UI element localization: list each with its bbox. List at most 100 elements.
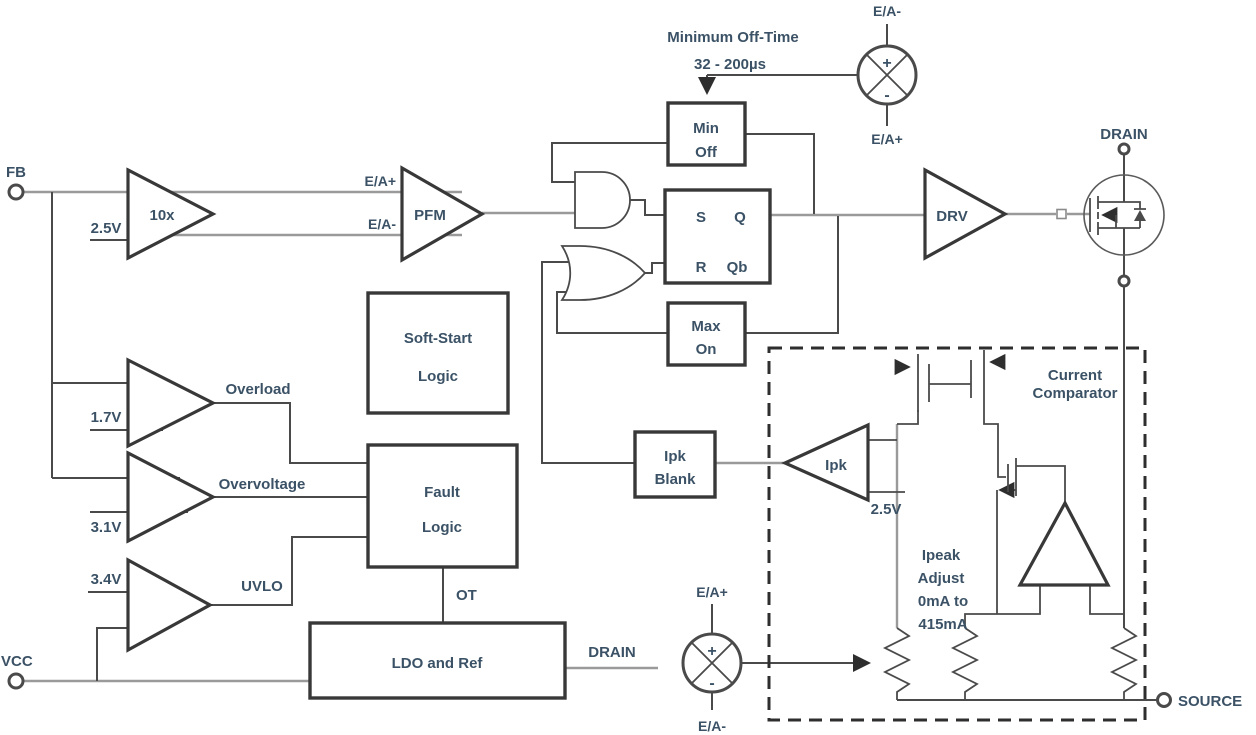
max-on-line1: Max (691, 318, 721, 335)
shapes (7, 44, 1172, 722)
fb-label: FB (6, 164, 26, 181)
ipk-blank-line1: Ipk (664, 448, 686, 465)
resistor-sense (1109, 627, 1139, 700)
vcc-terminal (7, 672, 25, 690)
fb-terminal (7, 183, 25, 201)
gain-amp-triangle (126, 167, 217, 261)
overvoltage-label: Overvoltage (219, 476, 306, 493)
source-node-terminal (1117, 274, 1131, 288)
wire-mirror-t1-drain (897, 410, 919, 425)
pfm-label: PFM (414, 207, 446, 224)
resistor-mid (950, 627, 980, 700)
mult1-in-top-label: E/A- (873, 3, 901, 19)
max-on-block (666, 301, 747, 367)
gate-node (1056, 208, 1067, 220)
ot-label: OT (456, 587, 477, 604)
wire-or-to-r (645, 262, 665, 274)
overvoltage-comparator-triangle (126, 450, 217, 544)
ipeak-adjust-line3: 0mA to (918, 593, 968, 610)
multiplier-bottom-icon (681, 632, 743, 694)
ipk-comparator-triangle (781, 422, 870, 503)
multiplier-top-icon (856, 44, 918, 106)
mult2-plus: + (707, 643, 716, 660)
overload-comparator-triangle (126, 357, 217, 449)
wire-m3-to-amp (1016, 465, 1066, 508)
uvlo-label: UVLO (241, 578, 283, 595)
drv-triangle (923, 167, 1009, 261)
pfm-triangle (400, 165, 486, 263)
mult1-plus: + (882, 55, 891, 72)
wire-and-to-s (629, 199, 665, 216)
mult1-minus: - (884, 87, 889, 104)
current-comparator-title1: Current (1048, 367, 1102, 384)
ea-minus-label: E/A- (368, 216, 396, 232)
ipeak-adjust-line1: Ipeak (922, 547, 961, 564)
fault-line1: Fault (424, 484, 460, 501)
body-diode-leads (1124, 201, 1146, 229)
gain-ref-label: 2.5V (91, 220, 122, 237)
latch-qb: Qb (727, 259, 748, 276)
mult1-in-bottom-label: E/A+ (871, 131, 903, 147)
wire-minoff-right (745, 133, 815, 214)
source-terminal (1156, 692, 1172, 708)
mult2-minus: - (709, 675, 714, 692)
uvlo-comparator-triangle (126, 557, 214, 653)
ea-plus-label: E/A+ (364, 173, 396, 189)
overload-ref-label: 1.7V (91, 409, 122, 426)
or-gate (560, 245, 647, 301)
min-off-line2: Off (695, 144, 718, 161)
soft-start-line2: Logic (418, 368, 458, 385)
fault-logic-block (366, 443, 519, 569)
mult2-in-top-label: E/A+ (696, 584, 728, 600)
soft-start-line1: Soft-Start (404, 330, 472, 347)
ldo-label: LDO and Ref (392, 655, 484, 672)
ipeak-adjust-line2: Adjust (918, 570, 965, 587)
ipk-amp-label: Ipk (825, 457, 847, 474)
ldo-ref-block (308, 621, 567, 700)
drain-terminal (1117, 142, 1131, 156)
latch-q: Q (734, 209, 746, 226)
mosfet-leads (1098, 201, 1124, 229)
body-diode (1134, 210, 1146, 221)
ipeak-adjust-line4: 415mA (918, 616, 967, 633)
gain-amp-label: 10x (149, 207, 175, 224)
wire-uvlo-out (210, 536, 368, 606)
min-off-line1: Min (693, 120, 719, 137)
soft-start-block (366, 291, 510, 415)
current-comparator-box (767, 346, 1147, 722)
source-pin-label: SOURCE (1178, 693, 1242, 710)
drain-out-label: DRAIN (588, 644, 636, 661)
min-off-time-range: 32 - 200µs (694, 56, 766, 73)
wire-minoff-to-and (551, 142, 668, 183)
ipk-blank-line2: Blank (655, 471, 697, 488)
sr-latch-block (663, 188, 772, 285)
overvoltage-ref-label: 3.1V (91, 519, 122, 536)
uvlo-ref-label: 3.4V (91, 571, 122, 588)
current-comparator-title2: Comparator (1032, 385, 1117, 402)
drv-label: DRV (936, 208, 967, 225)
wire-ipkblank-to-or (541, 261, 635, 464)
wire-maxon-to-or (556, 291, 668, 334)
ipk-ref-label: 2.5V (871, 501, 902, 518)
ipk-blank-block (633, 430, 717, 499)
wire-overload-out (213, 402, 368, 464)
fault-line2: Logic (422, 519, 462, 536)
comparator-amp-triangle (1017, 499, 1111, 587)
max-on-line2: On (696, 341, 717, 358)
vcc-label: VCC (1, 653, 33, 670)
labels: FB VCC DRAIN SOURCE 2.5V 10x E/A+ E/A- P… (1, 3, 1242, 734)
wire-maxon-right (745, 216, 839, 334)
drain-pin-label: DRAIN (1100, 126, 1148, 143)
mosfet-symbol (1056, 174, 1165, 256)
wire-t2-to-m3 (983, 410, 1006, 478)
latch-s: S (696, 209, 706, 226)
mult2-in-bottom-label: E/A- (698, 718, 726, 734)
wire-amp-right-leg (1089, 585, 1124, 615)
min-off-block (666, 101, 747, 167)
resistor-adjust (882, 627, 912, 700)
and-gate (574, 171, 631, 229)
overload-label: Overload (225, 381, 290, 398)
latch-r: R (696, 259, 707, 276)
